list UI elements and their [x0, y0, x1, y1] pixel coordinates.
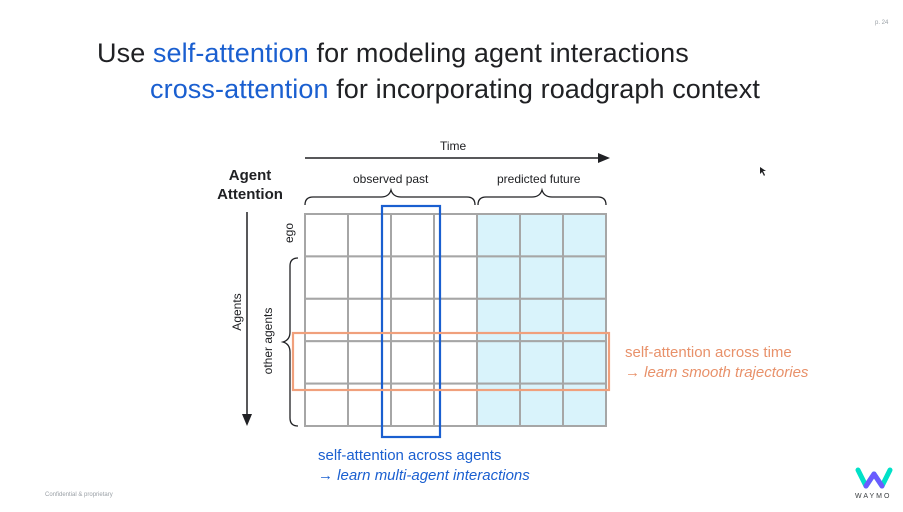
mouse-cursor-icon — [760, 167, 766, 176]
grid-cell — [562, 340, 607, 385]
grid-cell — [390, 340, 435, 385]
title-line-1-rest: for modeling agent interactions — [308, 38, 689, 68]
grid-cell — [390, 213, 435, 258]
other-agents-brace — [280, 257, 299, 427]
grid-cell — [476, 255, 521, 300]
confidential-footer: Confidential & proprietary — [45, 492, 113, 498]
title-line-1-prefix: Use — [97, 38, 153, 68]
grid-cell — [304, 255, 349, 300]
grid-cell — [562, 297, 607, 343]
grid-cell — [347, 213, 392, 258]
time-attention-caption: self-attention across time → learn smoot… — [625, 343, 808, 383]
agents-attention-caption-line-2: → learn multi-agent interactions — [318, 467, 530, 484]
title-line-2: cross-attention for incorporating roadgr… — [150, 74, 760, 105]
grid-cell — [476, 297, 521, 343]
grid-cell — [476, 340, 521, 385]
agents-arrow — [242, 212, 252, 426]
grid-cell — [304, 297, 349, 343]
grid-cell — [347, 297, 392, 343]
attention-grid — [304, 213, 607, 428]
observed-past-brace — [304, 187, 476, 206]
grid-cell — [562, 213, 607, 258]
agents-attention-caption: self-attention across agents → learn mul… — [318, 446, 530, 486]
grid-cell — [519, 255, 564, 300]
observed-past-label: observed past — [353, 172, 429, 186]
time-attention-highlight — [291, 331, 611, 392]
agent-attention-label: Agent Attention — [217, 167, 283, 203]
waymo-wordmark: WAYMO — [855, 493, 892, 500]
waymo-logo-icon — [855, 467, 893, 489]
agents-attention-highlight — [380, 204, 442, 439]
predicted-future-brace — [477, 187, 607, 206]
grid-cell — [304, 213, 349, 258]
title-term-self-attention: self-attention — [152, 38, 309, 68]
agents-label: Agents — [230, 293, 244, 331]
predicted-future-label: predicted future — [497, 172, 581, 186]
time-arrow — [305, 153, 610, 163]
time-attention-caption-line-2: → learn smooth trajectories — [625, 364, 809, 381]
grid-cell — [390, 297, 435, 343]
title-line-1: Use self-attention for modeling agent in… — [97, 38, 689, 69]
page-number: p. 24 — [875, 20, 889, 26]
grid-cell — [519, 213, 564, 258]
grid-cell — [562, 255, 607, 300]
grid-cell — [519, 340, 564, 385]
time-attention-caption-line-1: self-attention across time — [625, 344, 792, 361]
grid-cell — [390, 255, 435, 300]
agents-attention-caption-line-1: self-attention across agents — [318, 447, 502, 464]
ego-label: ego — [282, 222, 296, 244]
grid-cell — [304, 340, 349, 385]
title-term-cross-attention: cross-attention — [150, 74, 329, 104]
grid-cell — [519, 297, 564, 343]
title-line-2-rest: for incorporating roadgraph context — [328, 74, 760, 104]
other-agents-label: other agents — [261, 307, 275, 375]
time-label: Time — [440, 139, 467, 153]
grid-cell — [347, 255, 392, 300]
grid-cell — [476, 213, 521, 258]
grid-cell — [347, 340, 392, 385]
